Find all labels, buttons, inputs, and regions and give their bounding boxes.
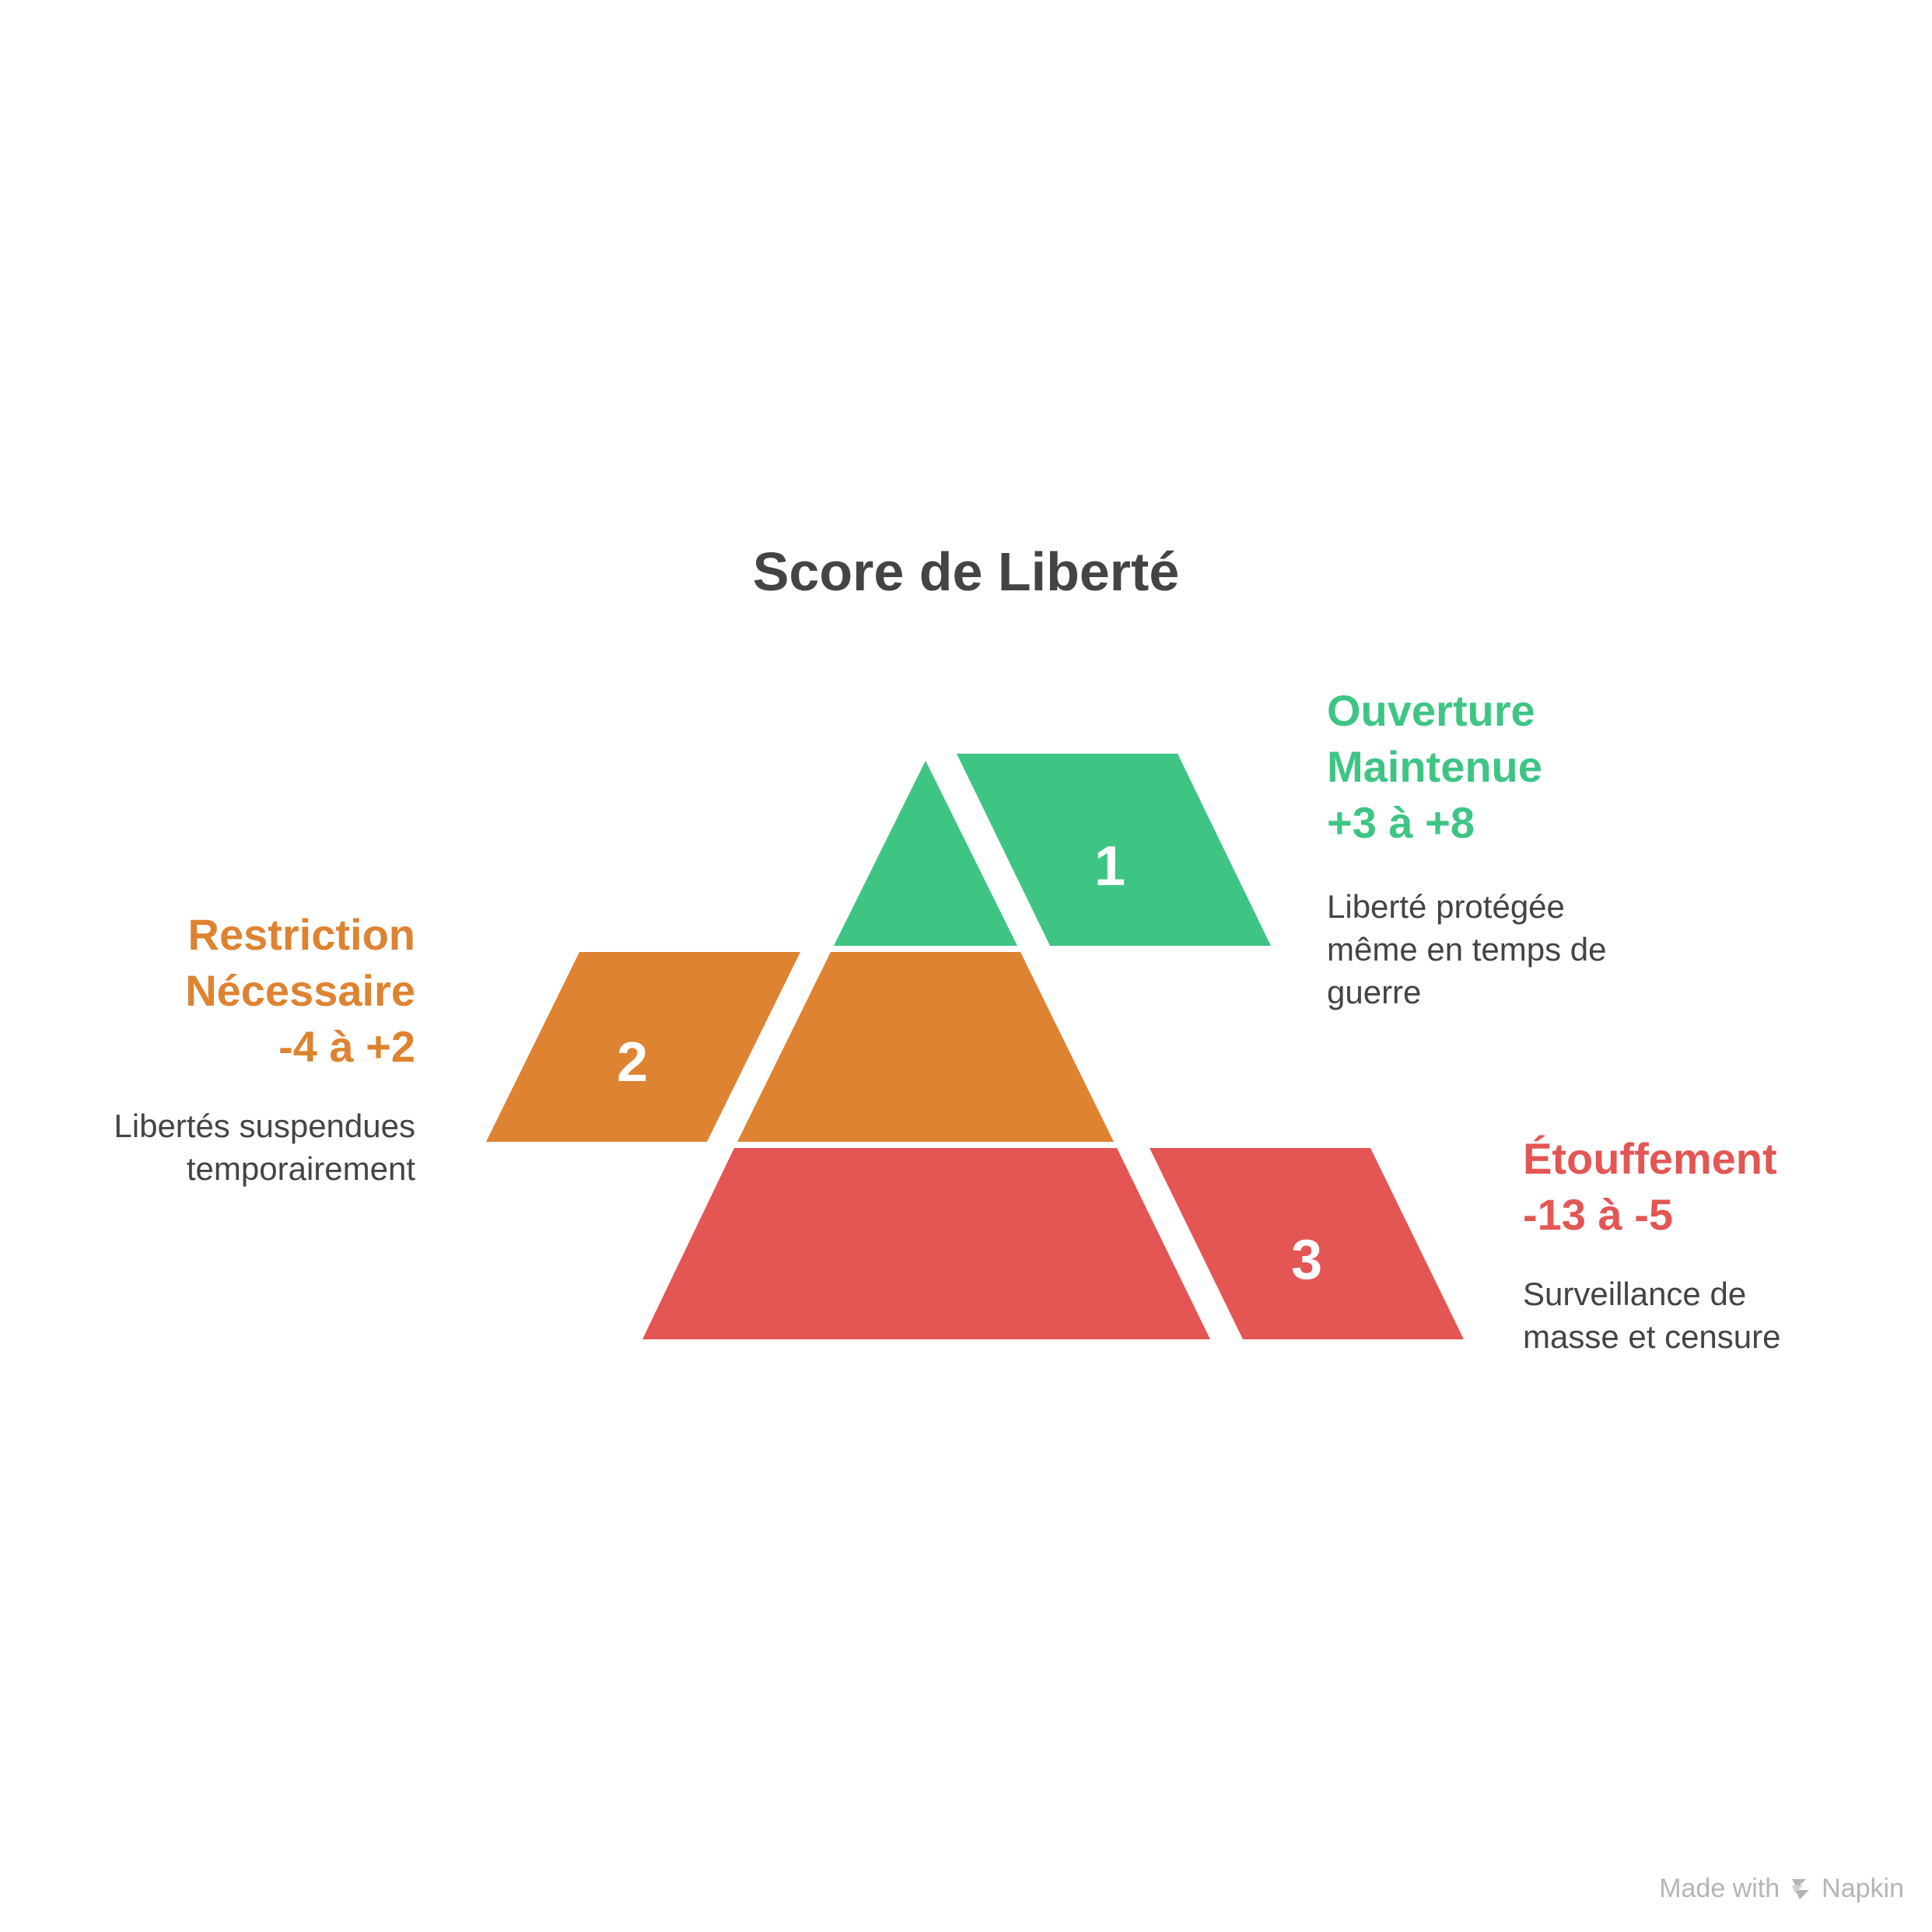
level-3-heading-line: Étouffement xyxy=(1523,1134,1777,1183)
level-2-description-line: Libertés suspendues xyxy=(114,1108,415,1144)
level-3-description-line: Surveillance de xyxy=(1523,1276,1747,1312)
napkin-logo-icon xyxy=(1792,1878,1810,1899)
level-2-description: Libertés suspendues temporairement xyxy=(114,1104,415,1190)
level-1-heading-line: Ouverture xyxy=(1327,686,1535,735)
pyramid-tier-2 xyxy=(737,952,1114,1142)
napkin-brand-label: Napkin xyxy=(1822,1874,1904,1903)
level-1-description-line: même en temps de xyxy=(1327,931,1607,968)
level-3-range: -13 à -5 xyxy=(1523,1190,1673,1239)
level-2-heading: Restriction Nécessaire -4 à +2 xyxy=(185,907,415,1075)
level-3-description: Surveillance de masse et censure xyxy=(1523,1272,1781,1358)
made-with-label: Made with xyxy=(1659,1874,1780,1903)
level-1-description: Liberté protégée même en temps de guerre xyxy=(1327,885,1607,1013)
level-1-range: +3 à +8 xyxy=(1327,798,1475,847)
pyramid-tier-3 xyxy=(642,1148,1210,1339)
level-1-tab xyxy=(957,754,1271,946)
level-2-heading-line: Restriction xyxy=(187,910,416,959)
level-2-number: 2 xyxy=(617,1031,648,1094)
pyramid-tier-1 xyxy=(834,761,1017,946)
level-1-description-line: Liberté protégée xyxy=(1327,888,1565,925)
level-1-number: 1 xyxy=(1094,835,1125,898)
level-1-heading-line: Maintenue xyxy=(1327,742,1542,791)
level-2-range: -4 à +2 xyxy=(278,1022,415,1071)
level-1-heading: Ouverture Maintenue +3 à +8 xyxy=(1327,683,1542,851)
page-title: Score de Liberté xyxy=(752,541,1180,602)
level-1-description-line: guerre xyxy=(1327,974,1422,1010)
level-3-tab xyxy=(1150,1148,1464,1339)
level-2-heading-line: Nécessaire xyxy=(185,966,415,1015)
level-2-tab xyxy=(486,952,800,1142)
made-with-napkin-watermark: Made with Napkin xyxy=(1659,1874,1904,1904)
level-3-description-line: masse et censure xyxy=(1523,1318,1781,1355)
level-2-description-line: temporairement xyxy=(186,1150,415,1187)
level-3-number: 3 xyxy=(1291,1229,1322,1291)
level-3-heading: Étouffement -13 à -5 xyxy=(1523,1131,1777,1243)
